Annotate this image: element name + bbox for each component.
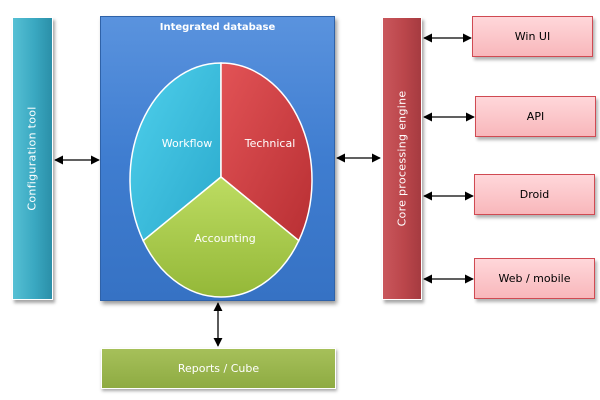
pie-label-accounting: Accounting — [194, 232, 255, 245]
pie-slice-accounting — [142, 176, 300, 298]
configuration-tool-label: Configuration tool — [26, 106, 40, 211]
reports-cube-box: Reports / Cube — [101, 348, 336, 389]
pie-label-workflow: Workflow — [162, 137, 213, 150]
client-label: API — [526, 110, 545, 123]
client-label: Droid — [519, 188, 550, 201]
integrated-database-title: Integrated database — [159, 22, 276, 33]
client-win-ui: Win UI — [472, 16, 593, 57]
reports-cube-label: Reports / Cube — [177, 362, 260, 375]
client-label: Web / mobile — [498, 272, 571, 285]
pie-slice-workflow — [129, 62, 222, 242]
core-processing-engine-box: Core processing engine — [382, 17, 422, 300]
pie-slice-technical — [220, 62, 313, 242]
client-droid: Droid — [474, 174, 595, 215]
client-web-mobile: Web / mobile — [474, 258, 595, 299]
configuration-tool-box: Configuration tool — [12, 17, 53, 300]
integrated-database-box: Integrated database Workflow Technical A… — [100, 16, 335, 301]
client-label: Win UI — [514, 30, 551, 43]
database-pie: Workflow Technical Accounting — [129, 62, 313, 298]
client-api: API — [475, 96, 596, 137]
core-processing-engine-label: Core processing engine — [395, 90, 409, 227]
pie-label-technical: Technical — [244, 137, 296, 150]
